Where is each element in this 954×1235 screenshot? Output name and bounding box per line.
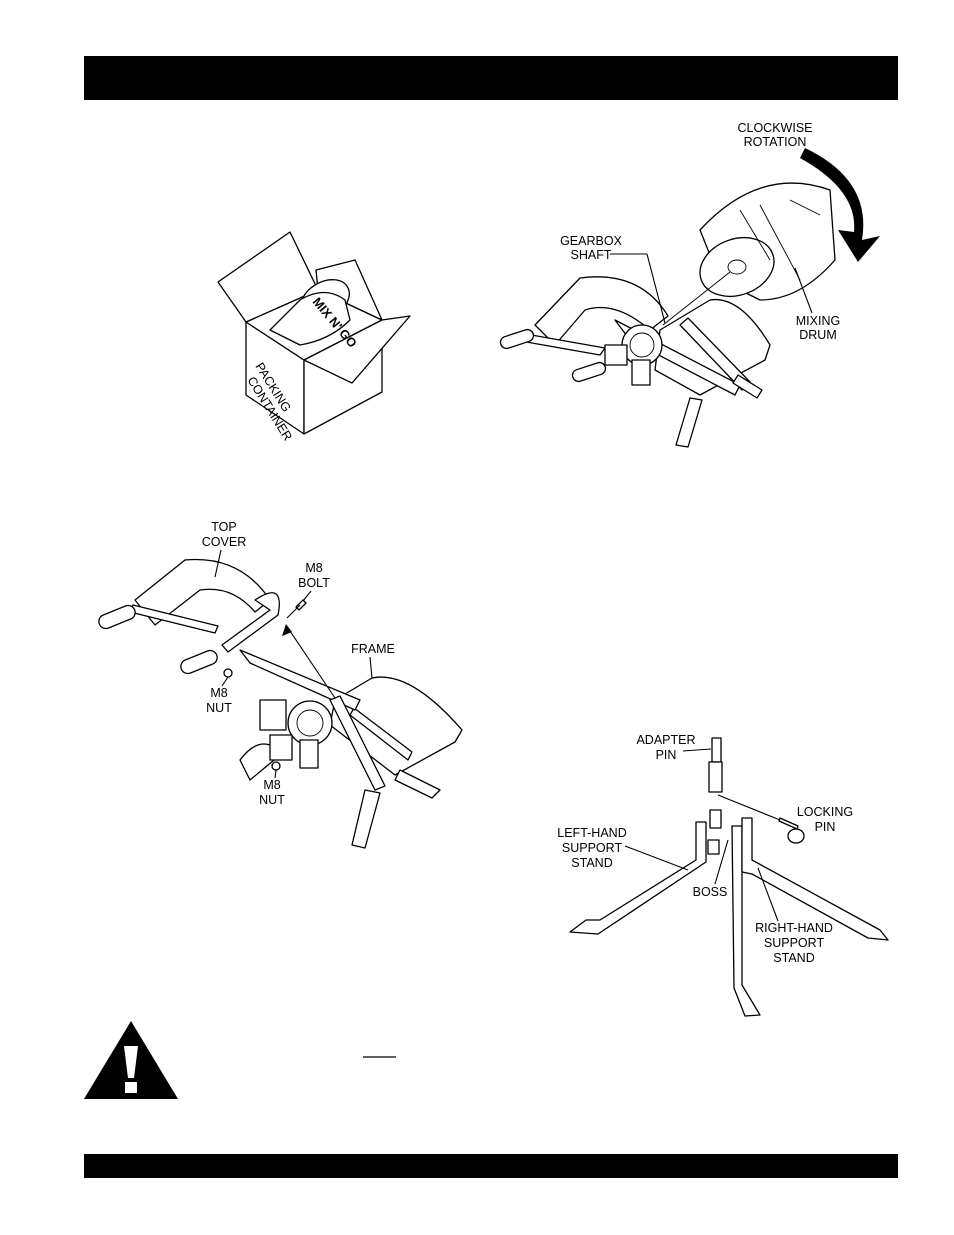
bolt-m8-label: M8 xyxy=(305,561,322,575)
left-hand-label: LEFT-HAND xyxy=(557,826,626,840)
top-label: TOP xyxy=(211,520,236,534)
clockwise-label: CLOCKWISE xyxy=(737,121,812,135)
top-cover-frame-illustration: TOP COVER M8 BOLT FRAME M8 NUT M8 NUT xyxy=(97,520,462,848)
locking-pin-label: PIN xyxy=(815,820,836,834)
locking-label: LOCKING xyxy=(797,805,853,819)
bolt-label: BOLT xyxy=(298,576,330,590)
right-support-label: SUPPORT xyxy=(764,936,825,950)
right-stand-label: STAND xyxy=(773,951,814,965)
gearbox-label: GEARBOX xyxy=(560,234,622,248)
nut2-m8-label: M8 xyxy=(263,778,280,792)
boss-label: BOSS xyxy=(693,885,728,899)
adapter-label: ADAPTER xyxy=(636,733,695,747)
nut1-label: NUT xyxy=(206,701,232,715)
packing-container-illustration: MIX N' GO PACKING CONTAINER xyxy=(218,232,410,443)
right-hand-label: RIGHT-HAND xyxy=(755,921,833,935)
adapter-pin-label: PIN xyxy=(656,748,677,762)
warning-triangle-icon xyxy=(84,1021,178,1099)
cover-label: COVER xyxy=(202,535,246,549)
left-support-label: SUPPORT xyxy=(562,841,623,855)
mixer-drum-illustration: CLOCKWISE ROTATION GEARBOX SHAFT MIXING … xyxy=(499,121,880,447)
nut1-m8-label: M8 xyxy=(210,686,227,700)
left-stand-label: STAND xyxy=(571,856,612,870)
frame-label: FRAME xyxy=(351,642,395,656)
shaft-label: SHAFT xyxy=(571,248,612,262)
mixing-label: MIXING xyxy=(796,314,840,328)
nut2-label: NUT xyxy=(259,793,285,807)
support-stands-illustration: ADAPTER PIN LOCKING PIN LEFT-HAND SUPPOR… xyxy=(557,733,888,1016)
drum-label: DRUM xyxy=(799,328,837,342)
rotation-label: ROTATION xyxy=(744,135,807,149)
